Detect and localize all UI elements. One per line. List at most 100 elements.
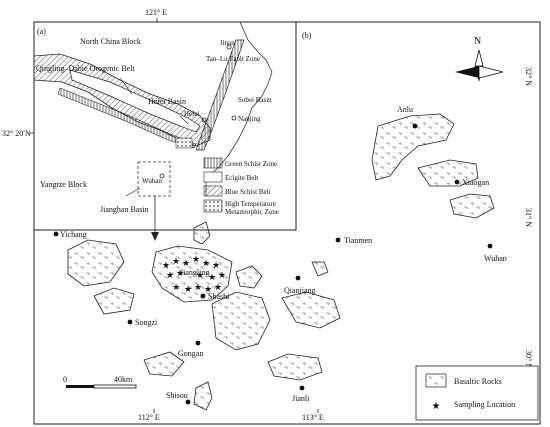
- label-yichang: Yichang: [60, 230, 87, 239]
- city-dot-anlu: [412, 123, 418, 129]
- inset-city-nanjing: [231, 115, 237, 121]
- inset-city-wuhan: [159, 173, 165, 179]
- inset-panel-a: Green Schist Zone Eclgite Belt Blue Schi…: [33, 21, 297, 241]
- basalt-anlu: [371, 113, 455, 181]
- north-arrow-e: [478, 65, 504, 79]
- label-qianjiang: Qianjiang: [284, 286, 316, 295]
- legend-high-temp-label-1: High Temperature: [225, 200, 276, 208]
- sample-star: ★: [204, 285, 212, 295]
- label-tianmen: Tianmen: [344, 236, 372, 245]
- main-legend: Basaltic Rocks ★ Sampling Location: [415, 365, 539, 421]
- sample-star: ★: [162, 261, 170, 271]
- basaltic-rock-bodies: [67, 113, 495, 411]
- label-wuhan: Wuhan: [484, 254, 507, 263]
- north-label: N: [474, 36, 481, 47]
- legend-high-temp-swatch: [203, 199, 223, 213]
- coord-bottom-112e: 112° E: [138, 413, 160, 422]
- basalt-songzi-west: [93, 287, 135, 315]
- sample-star: ★: [182, 259, 190, 269]
- scale-distance: 40km: [114, 375, 133, 384]
- legend-sampling-star: ★: [432, 401, 441, 412]
- inset-city-hefei: [201, 117, 207, 123]
- scale-bar-black: [66, 385, 94, 388]
- label-shisou: Shisou: [166, 391, 188, 400]
- eclogite-belt: [69, 69, 201, 133]
- leader-hefei-basin: [179, 115, 189, 125]
- label-jianghan-basin: Jianghan Basin: [100, 205, 149, 214]
- sample-star: ★: [166, 271, 174, 281]
- legend-high-temp-label-2: Metamorphic Zone: [225, 208, 279, 216]
- basalt-tianmen-small: [311, 261, 329, 277]
- label-gongan: Gongan: [178, 349, 203, 358]
- legend-green-schist-label: Green Schist Zone: [225, 160, 277, 168]
- sample-star: ★: [194, 283, 202, 293]
- inset-legend: Green Schist Zone Eclgite Belt Blue Schi…: [203, 157, 279, 216]
- city-dot-xiaogan: [454, 179, 460, 185]
- tanlu-fault-zone: [195, 39, 245, 151]
- city-dot-shisou: [185, 399, 191, 405]
- legend-blue-schist-label: Blue Schist Belt: [225, 188, 271, 196]
- sample-star: ★: [192, 255, 200, 265]
- label-tanlu: Tan–Lu Fault Zone: [206, 55, 260, 63]
- city-dot-yichang: [53, 231, 59, 237]
- north-arrow-w: [455, 66, 479, 78]
- label-nanjing: Nanjing: [238, 115, 261, 123]
- sample-star: ★: [218, 271, 226, 281]
- coord-bottom-113e: 113° E: [302, 413, 324, 422]
- panel-b-tag: (b): [302, 31, 312, 40]
- north-arrow-n: [474, 49, 484, 67]
- city-dot-shashi: [200, 293, 206, 299]
- label-shashi: Shashi: [208, 292, 230, 301]
- basalt-east-of-shashi: [235, 265, 263, 289]
- leader-orogenic: [119, 77, 133, 95]
- basalt-xiaogan-1: [417, 159, 479, 187]
- label-qingling: Qingling–Dabie Orogenic Belt: [36, 64, 135, 73]
- city-dot-wuhan: [487, 243, 493, 249]
- label-jianli: Jianli: [292, 394, 310, 403]
- label-north-china-block: North China Block: [80, 37, 141, 46]
- city-points: [53, 123, 493, 405]
- sample-star: ★: [184, 285, 192, 295]
- legend-eclgite-label: Eclgite Belt: [225, 174, 258, 182]
- basalt-south-east: [267, 353, 323, 381]
- coord-right-30n: 30° N: [524, 350, 533, 369]
- inset-frame: [33, 21, 297, 231]
- label-songzi: Songzi: [135, 318, 158, 327]
- sample-star: ★: [176, 269, 184, 279]
- coord-right-31n: 31° N: [524, 208, 533, 227]
- scale-zero: 0: [63, 375, 67, 384]
- scale-bar: 0 40km: [63, 375, 137, 389]
- sample-star: ★: [196, 271, 204, 281]
- basalt-upper-small: [193, 221, 211, 245]
- inset-city-jinan: [226, 44, 232, 50]
- sample-star: ★: [172, 257, 180, 267]
- legend-basaltic-label: Basaltic Rocks: [454, 377, 502, 386]
- city-dot-gongan: [195, 340, 201, 346]
- label-jiangling: Jiangling: [180, 268, 209, 277]
- basalt-qianjiang-south: [281, 291, 341, 329]
- panel-a-tag: (a): [37, 27, 46, 36]
- coord-right-32n: 32° N: [524, 67, 533, 86]
- inset-pointer-arrow: [151, 232, 159, 241]
- basalt-xiaogan-2: [449, 193, 495, 219]
- scale-bar-white: [93, 384, 137, 389]
- leader-jianghan: [125, 187, 141, 197]
- sampling-stars: ★ ★ ★ ★ ★ ★ ★ ★ ★ ★ ★ ★ ★ ★ ★ ★: [162, 255, 226, 295]
- label-anlu: Anlu: [397, 105, 413, 114]
- sample-star: ★: [208, 273, 216, 283]
- legend-basaltic-swatch: [425, 373, 447, 388]
- north-arrow: N: [455, 36, 504, 82]
- basalt-south-central: [211, 291, 271, 351]
- city-dot-songzi: [127, 319, 133, 325]
- high-temp-patch: [175, 137, 193, 149]
- legend-sampling-label: Sampling Location: [454, 400, 515, 409]
- basalt-jiangling: [151, 245, 233, 303]
- label-hefei-basin: Hefei Basin: [148, 97, 186, 106]
- coord-left-32-20n: 32° 20′N: [2, 129, 31, 138]
- city-dot-jianli: [299, 385, 305, 391]
- sample-star: ★: [172, 283, 180, 293]
- coord-top-121e: 121° E: [145, 8, 167, 17]
- city-dot-tianmen: [335, 237, 341, 243]
- legend-eclgite-swatch: [203, 171, 223, 183]
